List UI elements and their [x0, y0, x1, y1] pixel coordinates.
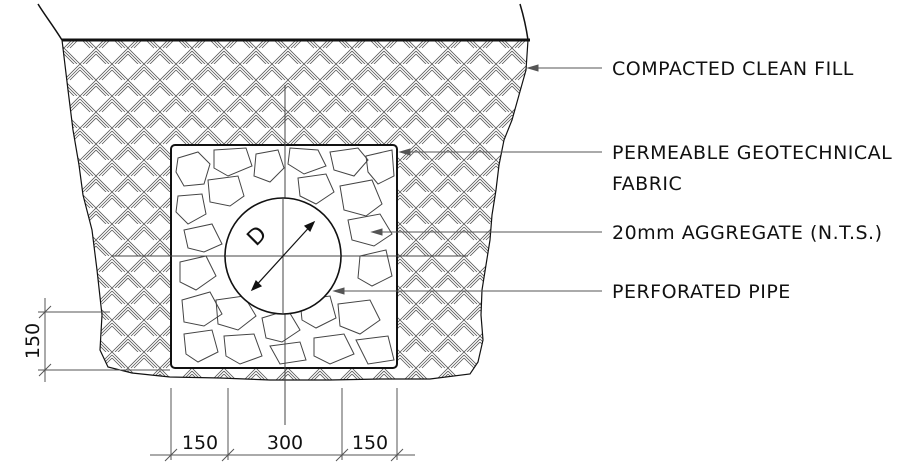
callout-aggregate: 20mm AGGREGATE (N.T.S.)	[612, 222, 883, 244]
callout-perforated-pipe: PERFORATED PIPE	[612, 281, 791, 303]
dimension-bedding-150: 150	[22, 323, 44, 359]
bedding-dimension-lines	[38, 298, 170, 382]
dimension-right-150: 150	[352, 432, 388, 454]
existing-ground-lines	[37, 3, 529, 41]
dimension-left-150: 150	[182, 432, 218, 454]
callout-fabric-line2: FABRIC	[612, 173, 682, 195]
callout-leaders	[332, 64, 602, 295]
pipe-diameter-dimension	[250, 220, 316, 292]
dimension-center-300: 300	[267, 432, 303, 454]
callout-fabric-line1: PERMEABLE GEOTECHNICAL	[612, 142, 892, 164]
callout-compacted-fill: COMPACTED CLEAN FILL	[612, 58, 854, 80]
bottom-dimension-lines	[150, 388, 415, 462]
